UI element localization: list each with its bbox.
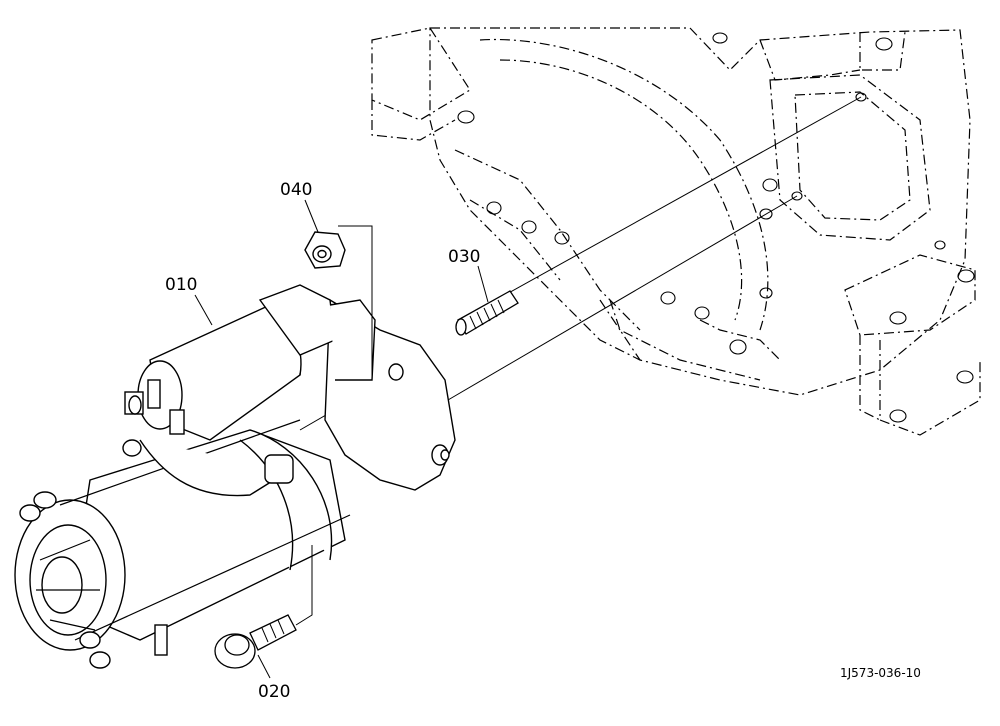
leader-040 — [304, 199, 319, 233]
bolt-leader-line — [295, 545, 313, 626]
part-label-030: 030 — [448, 247, 480, 267]
part-label-020: 020 — [258, 682, 290, 702]
housing-bolt-holes — [457, 32, 975, 423]
bolt-drawing — [214, 614, 297, 669]
leader-020 — [257, 654, 271, 679]
starter-motor-drawing — [14, 284, 456, 669]
drawing-code: 1J573-036-10 — [840, 666, 921, 680]
nut-leader-line — [338, 225, 373, 380]
part-label-040: 040 — [280, 180, 312, 200]
leader-010 — [194, 294, 213, 326]
part-label-010: 010 — [165, 275, 197, 295]
stud-drawing — [455, 290, 519, 336]
nut-drawing — [304, 231, 346, 269]
leader-030 — [477, 265, 489, 303]
flywheel-housing-outline — [371, 27, 981, 436]
